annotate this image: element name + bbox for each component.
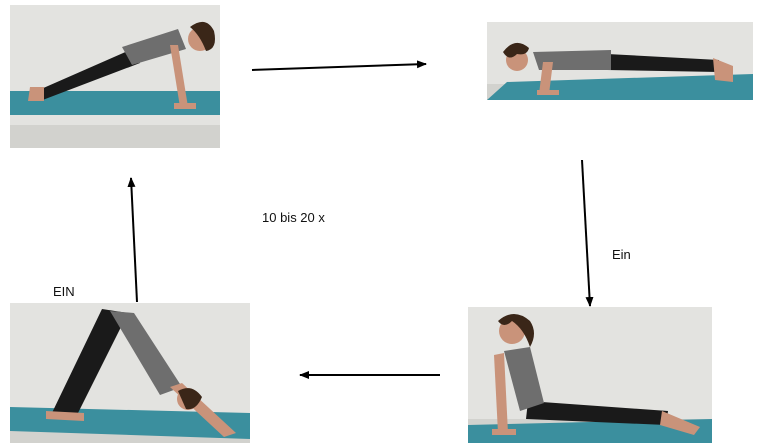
photo-downward-dog <box>10 303 250 443</box>
photo-low-plank <box>487 22 753 100</box>
arrow-right <box>252 64 426 70</box>
repetitions-label: 10 bis 20 x <box>262 210 325 225</box>
inhale-label-left: EIN <box>53 284 75 299</box>
photo-upward-dog <box>468 307 712 443</box>
arrow-up <box>131 178 137 302</box>
photo-plank <box>10 5 220 148</box>
arrow-down <box>582 160 590 306</box>
inhale-label-right: Ein <box>612 247 631 262</box>
